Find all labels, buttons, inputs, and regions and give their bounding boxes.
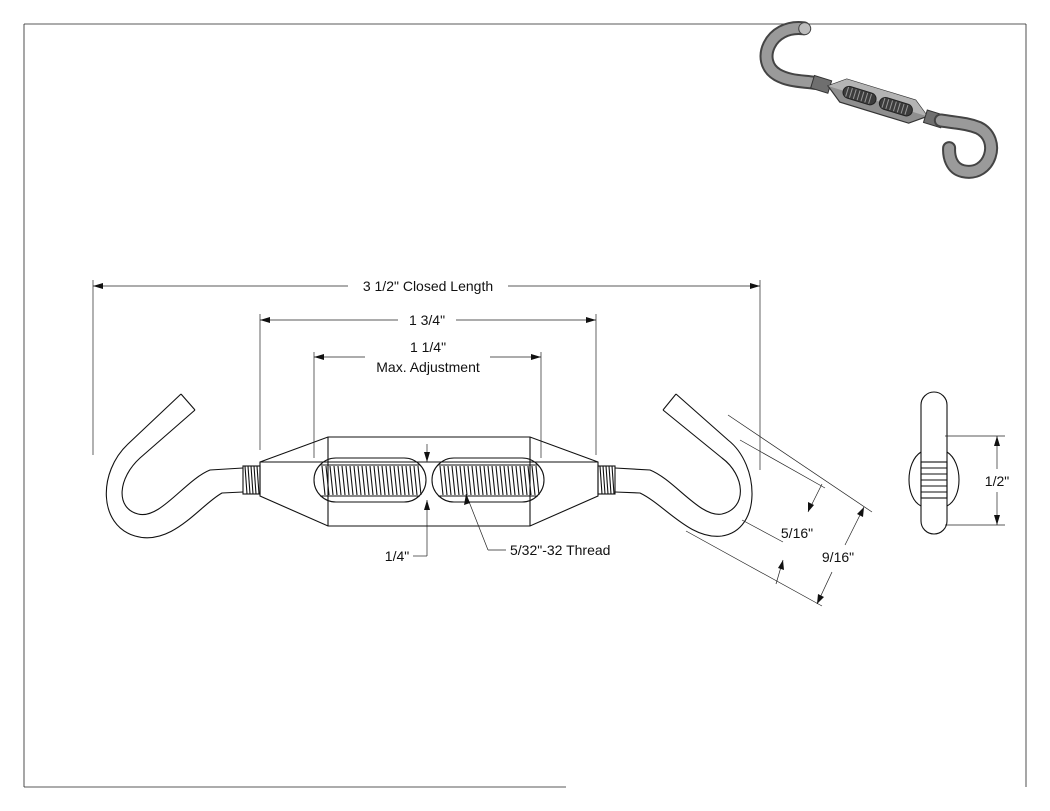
- thread-tick: [515, 465, 520, 496]
- turnbuckle-body: [259, 436, 599, 527]
- closed-length-label: 3 1/2" Closed Length: [363, 278, 493, 294]
- thread-tick: [507, 465, 512, 496]
- thread-tick: [325, 465, 330, 496]
- thread-tick: [373, 465, 378, 496]
- thread-tick: [451, 465, 456, 496]
- thread-tick: [413, 465, 418, 496]
- left-hook: [105, 393, 244, 539]
- thread-tick: [377, 465, 382, 496]
- thread-tick: [459, 465, 464, 496]
- thread-tick: [321, 465, 326, 496]
- side-height-label: 1/2": [985, 473, 1009, 489]
- right-hook: [614, 393, 753, 537]
- max-adjust-label: Max. Adjustment: [376, 359, 480, 375]
- left-shank-thread: [242, 465, 261, 495]
- dimension-hook-throat: 5/16": [739, 439, 826, 585]
- thread-tick: [535, 465, 540, 496]
- thread-tick: [491, 465, 496, 496]
- thread-tick: [401, 465, 406, 496]
- thread-tick: [381, 465, 386, 496]
- thread-tick: [365, 465, 370, 496]
- thread-tick: [361, 465, 366, 496]
- thread-tick: [397, 465, 402, 496]
- thread-tick: [385, 465, 390, 496]
- internal-thread-right: [438, 464, 538, 497]
- thread-tick: [353, 465, 358, 496]
- thread-tick: [333, 465, 338, 496]
- hook-throat-label: 5/16": [781, 525, 813, 541]
- front-view: [105, 393, 753, 539]
- isometric-view: [759, 21, 999, 179]
- thread-tick: [357, 465, 362, 496]
- thread-tick: [455, 465, 460, 496]
- body-length-label: 1 3/4": [409, 312, 445, 328]
- dimension-closed-length: 3 1/2" Closed Length: [92, 278, 761, 470]
- thread-tick: [345, 465, 350, 496]
- dimension-hook-width: 9/16": [685, 414, 873, 607]
- thread-tick: [443, 465, 448, 496]
- thread-tick: [531, 465, 536, 496]
- thread-tick: [499, 465, 504, 496]
- thread-tick: [471, 465, 476, 496]
- thread-tick: [511, 465, 516, 496]
- thread-tick: [369, 465, 374, 496]
- thread-spec-label: 5/32"-32 Thread: [510, 542, 610, 558]
- thread-tick: [447, 465, 452, 496]
- thread-tick: [475, 465, 480, 496]
- thread-tick: [495, 465, 500, 496]
- thread-tick: [439, 465, 444, 496]
- dimension-body-length: 1 3/4": [259, 312, 597, 455]
- internal-thread-left: [320, 464, 420, 497]
- callout-thread: 5/32"-32 Thread: [464, 493, 610, 558]
- dimension-max-adjustment: 1 1/4" Max. Adjustment: [313, 339, 542, 458]
- thread-tick: [519, 465, 524, 496]
- slot-width-label: 1/4": [385, 548, 409, 564]
- thread-tick: [463, 465, 468, 496]
- thread-tick: [527, 465, 532, 496]
- thread-tick: [337, 465, 342, 496]
- dimension-side-height: 1/2": [945, 435, 1009, 526]
- hook-width-label: 9/16": [822, 549, 854, 565]
- dimension-slot-width: 1/4": [385, 444, 430, 564]
- side-view: [908, 391, 960, 535]
- thread-tick: [467, 465, 472, 496]
- thread-tick: [503, 465, 508, 496]
- thread-tick: [389, 465, 394, 496]
- max-adjust-value: 1 1/4": [410, 339, 446, 355]
- thread-tick: [479, 465, 484, 496]
- thread-tick: [409, 465, 414, 496]
- thread-tick: [341, 465, 346, 496]
- thread-tick: [523, 465, 528, 496]
- thread-tick: [483, 465, 488, 496]
- thread-tick: [405, 465, 410, 496]
- thread-tick: [417, 465, 422, 496]
- thread-tick: [393, 465, 398, 496]
- thread-tick: [329, 465, 334, 496]
- right-shank-thread: [597, 465, 616, 495]
- thread-tick: [487, 465, 492, 496]
- drawing-frame: [23, 23, 1027, 788]
- thread-tick: [349, 465, 354, 496]
